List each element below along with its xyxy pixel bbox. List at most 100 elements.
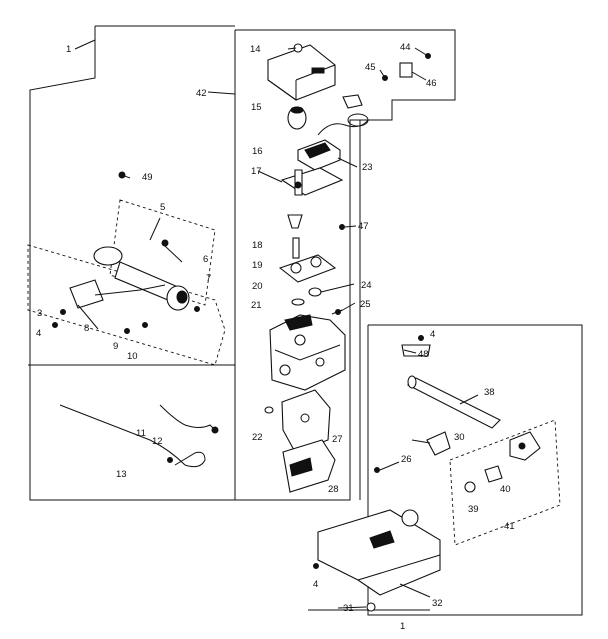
pipe-38	[407, 377, 501, 429]
pilot-tube-13	[59, 404, 206, 468]
screw-6	[161, 239, 169, 247]
valve-port-b	[315, 357, 325, 367]
callout-4-bottom: 4	[313, 579, 318, 590]
callout-18: 18	[252, 240, 263, 251]
wire-loop	[347, 113, 369, 127]
callout-15: 15	[251, 102, 262, 113]
callout-38: 38	[484, 387, 495, 398]
gasket-20	[278, 254, 337, 283]
clamp-48	[401, 344, 431, 357]
callout-4-left: 4	[36, 328, 41, 339]
valve-detail-a	[284, 314, 313, 331]
clip-46	[399, 62, 413, 78]
callout-10: 10	[127, 351, 138, 362]
callout-22: 22	[252, 432, 263, 443]
screw-47	[339, 224, 345, 230]
pipe-end	[407, 375, 417, 389]
callout-41: 41	[504, 521, 515, 532]
callout-24: 24	[361, 280, 372, 291]
callout-8: 8	[84, 323, 89, 334]
callout-11: 11	[136, 428, 146, 439]
callout-31: 31	[343, 603, 354, 614]
callout-49: 49	[142, 172, 153, 183]
callout-7: 7	[206, 273, 211, 284]
callout-40: 40	[500, 484, 511, 495]
callout-3: 3	[37, 308, 42, 319]
nut-22	[264, 406, 274, 414]
washer-39	[464, 481, 476, 493]
callout-6: 6	[203, 254, 208, 265]
callout-25: 25	[360, 299, 371, 310]
callout-1: 1	[66, 44, 71, 55]
callout-12: 12	[152, 436, 163, 447]
callout-14: 14	[250, 44, 261, 55]
screw-9	[124, 328, 130, 334]
igniter-bulb	[93, 246, 123, 266]
callout-39: 39	[468, 504, 479, 515]
callout-13: 13	[116, 469, 127, 480]
callout-44: 44	[400, 42, 411, 53]
callout-46: 46	[426, 78, 437, 89]
fitting-nut	[518, 442, 526, 450]
callout-27: 27	[332, 434, 343, 445]
fitting-group-boundary	[449, 419, 561, 546]
gasket-hole-a	[290, 262, 302, 274]
burner-group-boundary	[27, 244, 226, 366]
connector-clip	[342, 94, 363, 109]
mounting-bracket-32	[317, 509, 441, 596]
wire-harness-11	[159, 404, 216, 431]
solenoid-cover	[267, 44, 336, 101]
bracket-27	[281, 389, 331, 453]
fitting-12	[167, 457, 173, 463]
callout-48: 48	[418, 349, 429, 360]
callout-1-bottom: 1	[400, 621, 405, 632]
bracket-32-tab	[401, 509, 419, 527]
callout-19: 19	[252, 260, 263, 271]
bushing-40	[484, 465, 503, 483]
callout-30: 30	[454, 432, 465, 443]
valve-port-c	[294, 334, 306, 346]
callout-32: 32	[432, 598, 443, 609]
callout-21: 21	[251, 300, 262, 311]
callout-9: 9	[113, 341, 118, 352]
screw-3	[60, 309, 66, 315]
callout-5: 5	[160, 202, 165, 213]
callout-26: 26	[401, 454, 412, 465]
solenoid-bracket	[297, 139, 341, 171]
callout-4-right: 4	[430, 329, 435, 340]
screw-near-7	[194, 306, 200, 312]
screw-25-shaft	[331, 309, 343, 315]
screw-31	[366, 602, 376, 612]
callout-23: 23	[362, 162, 373, 173]
coil-top	[290, 106, 304, 114]
bracket-27-hole	[300, 413, 310, 423]
bracket-32-lip	[357, 554, 441, 581]
bracket-32-shade	[369, 530, 395, 549]
callout-28: 28	[328, 484, 339, 495]
gasket-hole-b	[310, 256, 322, 268]
pin-19	[292, 237, 300, 259]
o-ring-21	[291, 298, 305, 306]
screw-4-right	[418, 335, 424, 341]
plate-17	[280, 167, 344, 196]
screw-4-left	[52, 322, 58, 328]
burner-bracket-3	[69, 279, 104, 309]
callout-47: 47	[358, 221, 369, 232]
valve-detail-b	[274, 344, 341, 361]
spring-seat-18	[287, 214, 303, 229]
igniter-wire	[94, 284, 166, 296]
callout-42: 42	[196, 88, 207, 99]
connector-30	[426, 431, 451, 456]
solenoid-bracket-body	[304, 142, 331, 159]
valve-group-boundary	[234, 29, 456, 501]
o-ring-24	[308, 287, 322, 297]
callout-20: 20	[252, 281, 263, 292]
bracket-28-shade	[289, 457, 313, 477]
lead-wire-coil	[317, 119, 369, 136]
screw-8	[142, 322, 148, 328]
callout-16: 16	[252, 146, 263, 157]
screw-4-bottom	[313, 563, 319, 569]
plunger-head	[294, 181, 302, 189]
